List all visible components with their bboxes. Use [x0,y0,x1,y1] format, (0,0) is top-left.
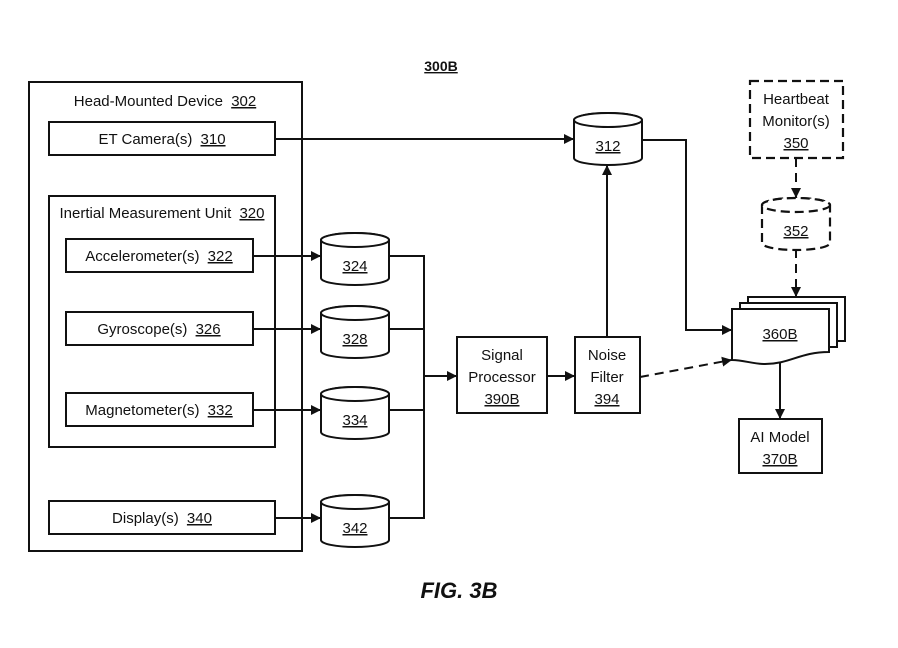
ai-model-label: AI Model [750,429,809,446]
gyroscope-ref: 326 [196,321,221,338]
noise-filter-ref: 394 [594,391,619,408]
accelerometer-label: Accelerometer(s) [85,248,199,265]
imu-label: Inertial Measurement Unit [60,205,233,222]
magnetometer-ref: 332 [208,402,233,419]
gyroscope-label: Gyroscope(s) [97,321,187,338]
ai-model-ref: 370B [762,451,797,468]
storage-328-ref: 328 [342,331,367,348]
heartbeat-line2: Monitor(s) [762,113,830,130]
accelerometer-box: Accelerometer(s) 322 [65,238,254,273]
magnetometer-box: Magnetometer(s) 332 [65,392,254,427]
svg-text:ET Camera(s) 310: ET Camera(s) 310 [98,131,225,148]
et-camera-ref: 310 [201,131,226,148]
magnetometer-label: Magnetometer(s) [85,402,199,419]
connectors [253,134,801,523]
storage-334-ref: 334 [342,412,367,429]
svg-text:Inertial Measurement Unit: Inertial Measurement Unit 320 [60,205,265,222]
gyroscope-box: Gyroscope(s) 326 [65,311,254,346]
accelerometer-ref: 322 [208,248,233,265]
display-box: Display(s) 340 [48,500,276,535]
storage-324-cylinder: 324 [320,232,390,286]
et-camera-label: ET Camera(s) [98,131,192,148]
figure-caption: FIG. 3B [420,578,497,603]
display-ref: 340 [187,510,212,527]
svg-text:Gyroscope(s) 326: Gyroscope(s) 326 [97,321,220,338]
noise-filter-line2: Filter [590,369,623,386]
hmd-label: Head-Mounted Device [74,93,223,110]
storage-312-ref: 312 [595,138,620,155]
figure-number: 300B [424,58,457,74]
storage-324-ref: 324 [342,258,367,275]
heartbeat-line1: Heartbeat [763,91,830,108]
dataset-ref: 360B [762,326,797,343]
signal-processor-line2: Processor [468,369,536,386]
imu-ref: 320 [239,205,264,222]
storage-352-ref: 352 [783,223,808,240]
noise-filter-box: Noise Filter 394 [574,336,641,414]
storage-328-cylinder: 328 [320,305,390,359]
et-camera-box: ET Camera(s) 310 [48,121,276,156]
svg-text:Head-Mounted Device 302: Head-Mounted Device 302 [74,93,256,110]
storage-312-cylinder: 312 [573,112,643,166]
dashed-arrow-noise-filter-to-dataset [639,356,732,378]
storage-342-ref: 342 [342,520,367,537]
ai-model-box: AI Model 370B [738,418,823,474]
signal-processor-line1: Signal [481,347,523,364]
merge-bus [389,255,425,519]
svg-text:Accelerometer(s) 322: Accelerometer(s) 322 [85,248,232,265]
storage-342-cylinder: 342 [320,494,390,548]
noise-filter-line1: Noise [588,347,626,364]
hmd-ref: 302 [231,93,256,110]
svg-text:Magnetometer(s) 332: Magnetometer(s) 332 [85,402,232,419]
dataset-document-stack: 360B [731,296,846,366]
heartbeat-monitor-box: Heartbeat Monitor(s) 350 [748,79,845,160]
storage-334-cylinder: 334 [320,386,390,440]
display-label: Display(s) [112,510,179,527]
signal-processor-box: Signal Processor 390B [456,336,548,414]
signal-processor-ref: 390B [484,391,519,408]
svg-text:Display(s) 340: Display(s) 340 [112,510,212,527]
storage-352-cylinder: 352 [760,196,832,252]
arrow-312-to-dataset [642,139,732,335]
heartbeat-ref: 350 [783,135,808,152]
